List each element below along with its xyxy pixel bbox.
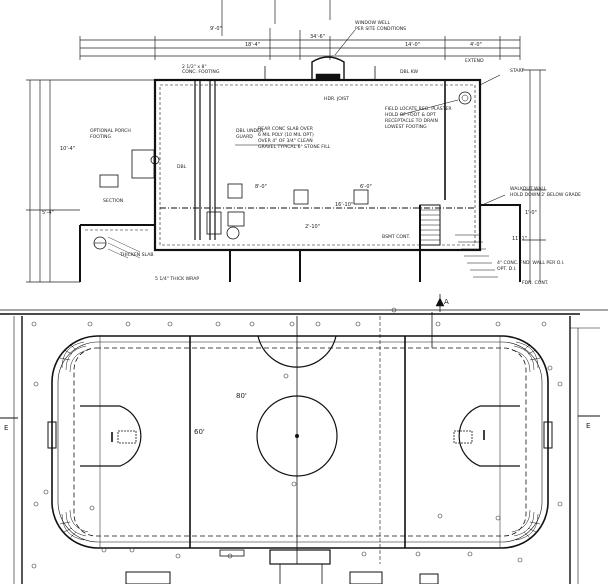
window-well: [311, 56, 345, 80]
corner-bleachers-tl: [59, 341, 89, 373]
rink-boards-inner: [57, 341, 543, 543]
zamboni-door: [269, 549, 331, 565]
note-opt-porch: OPTIONAL PORCH: [90, 128, 131, 134]
overall-dimension-label: 80': [236, 392, 247, 400]
ice-surface-outline: [73, 347, 527, 537]
corner-bleachers-br: [511, 509, 541, 541]
note-window-well: WINDOW WELL: [355, 20, 390, 26]
neutral-zone-dimension-label: 60': [194, 428, 205, 436]
slab-note-4: GRAVEL TYPICAL 6" STONE FILL: [258, 144, 331, 150]
slab-note-3: OVER 4" OF 3/4" CLEAN: [258, 138, 313, 144]
note-slab-thick: 5 1/4" THICK WRAP: [155, 276, 199, 282]
utility-room-left: [125, 571, 171, 584]
foundation-wall-lower: [80, 224, 231, 282]
field-locate-2: HOLD OF FOOT & OPT: [385, 112, 436, 118]
foundation-plan-drawing: WINDOW WELL PER SITE CONDITIONS 2 1/2" x…: [26, 0, 581, 286]
goal-crease-left: [117, 430, 137, 444]
note-hdr-joist: HDR. JOIST: [324, 96, 349, 102]
end-zone-arc-right: [458, 405, 520, 467]
note-footing: 2 1/2" x 8": [182, 64, 207, 70]
note-section: SECTION: [103, 198, 123, 204]
note-extend: EXTEND: [465, 58, 484, 64]
note-start: START: [510, 68, 524, 74]
note-bsmt-cont: BSMT CONT.: [382, 234, 410, 240]
dim-10: 2'-10": [305, 224, 320, 230]
dim-9: 5'-4": [42, 210, 54, 216]
column-pad: [227, 183, 243, 199]
note-dbl-under-2: GUARD: [236, 134, 253, 140]
rink-plan-sheet: A 80' 60' E E: [0, 288, 608, 584]
rink-plan-drawing: A 80' 60' E E: [0, 294, 608, 584]
section-mark-a: A: [444, 298, 449, 306]
note-fnd-wall-1: 4" CONC. FND. WALL PER O.I.: [497, 260, 564, 266]
note-walkout-1: WALKOUT WALL: [510, 186, 547, 192]
rink-boards: [51, 335, 549, 549]
center-circle: [256, 395, 338, 477]
note-dbl: DBL: [177, 164, 187, 170]
dim-8: 6'-0": [360, 184, 372, 190]
note-walkout-2: HOLD DOWN 2' BELOW GRADE: [510, 192, 581, 198]
footing-outline: [159, 84, 476, 246]
note-opt-porch-2: FOOTING: [90, 134, 111, 140]
corner-bleachers-tr: [511, 341, 541, 373]
dim-6: 8'-0": [255, 184, 267, 190]
exterior-stair: [455, 234, 498, 278]
corner-bleachers-bl: [59, 509, 89, 541]
slab-note-2: 6 MIL POLY (10 MIL OPT): [258, 132, 314, 138]
dim-7: 16'-10": [335, 202, 353, 208]
elevation-mark-right: E: [586, 422, 590, 430]
dim-12: 1'-0": [525, 210, 537, 216]
end-zone-arc-left: [80, 405, 142, 467]
slab-note-1: REAR CONC SLAB OVER: [258, 126, 314, 132]
foundation-plan-sheet: WINDOW WELL PER SITE CONDITIONS 2 1/2" x…: [0, 0, 608, 288]
goal-crease-right: [453, 430, 473, 444]
elevation-mark-left: E: [4, 424, 8, 432]
note-footing-2: CONC. FOOTING: [182, 69, 220, 75]
dim-11: 9'-0": [210, 26, 222, 32]
sheet-separator: [0, 286, 608, 289]
sump-pit: [458, 91, 472, 105]
field-locate-4: LOWEST FOOTING: [385, 124, 427, 130]
referee-crease: [257, 335, 337, 368]
note-dbl-under: DBL UNDER: [236, 128, 264, 134]
dim-3: 18'-4": [245, 42, 260, 48]
note-fnd-cont: FDN. CONT.: [522, 280, 549, 286]
dim-4: 4'-0": [470, 42, 482, 48]
note-fnd-wall-2: OPT. D.I.: [497, 266, 516, 272]
dim-2: 14'-0": [405, 42, 420, 48]
note-window-well-sub: PER SITE CONDITIONS: [355, 26, 406, 32]
field-locate-3: RECEPTACLE TO DRAIN: [385, 118, 438, 124]
end-door-right: [543, 421, 553, 449]
note-dbl-kw: DBL KW: [400, 69, 419, 75]
light-fixtures: [31, 307, 563, 569]
dim-overall: 34'-6": [310, 34, 325, 40]
dim-13: 11'-1": [512, 236, 527, 242]
end-door-left: [47, 421, 57, 449]
dim-5: 10'-4": [60, 146, 75, 152]
field-locate-1: FIELD LOCATE REG. PLASTER: [385, 106, 452, 112]
note-thicken-slab: THICKEN SLAB: [119, 252, 154, 258]
